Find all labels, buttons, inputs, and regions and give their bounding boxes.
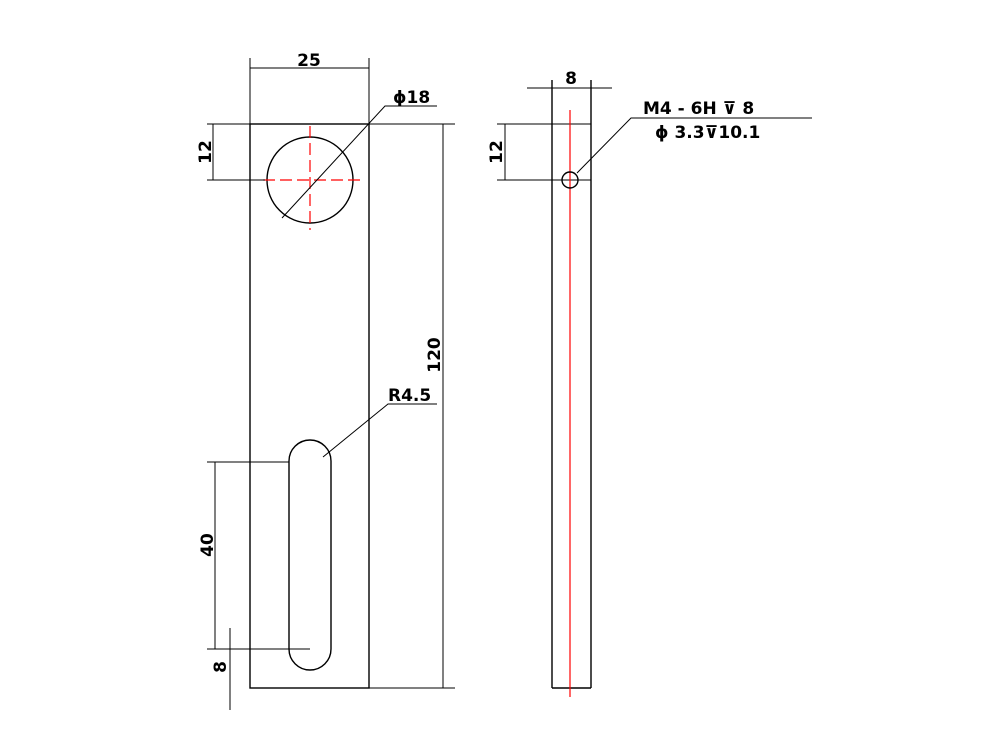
thread-callout: M4 - 6H ⊽ 8 ϕ 3.3⊽10.1 (576, 99, 812, 174)
length-text: 120 (425, 337, 445, 373)
width-dimension: 25 (249, 51, 370, 124)
side-hole-offset-text: 12 (487, 140, 507, 164)
front-view: 25 ϕ18 12 120 R4.5 40 8 (196, 51, 455, 710)
slot-radius-text: R4.5 (388, 386, 431, 406)
tapped-hole (561, 171, 579, 189)
side-hole-offset-dimension: 12 (487, 124, 507, 180)
thread-callout-text: M4 - 6H ⊽ 8 (643, 99, 754, 119)
hole-offset-text: 12 (196, 140, 216, 164)
hole-dia-dimension: ϕ18 (281, 88, 437, 219)
length-dimension: 120 (425, 124, 445, 688)
hole-dia-text: ϕ18 (393, 88, 430, 108)
drill-callout-text: ϕ 3.3⊽10.1 (655, 123, 760, 143)
hole-offset-dimension: 12 (196, 124, 265, 181)
slot-offset-dimension: 8 (211, 628, 231, 710)
slot (288, 439, 332, 671)
front-outline (249, 123, 370, 689)
slot-radius-dimension: R4.5 (322, 386, 437, 458)
slot-length-dimension: 40 (198, 461, 310, 650)
slot-length-text: 40 (198, 533, 218, 557)
thickness-dimension: 8 (527, 69, 612, 89)
width-dim-text: 25 (297, 51, 321, 71)
slot-offset-text: 8 (211, 661, 231, 673)
thickness-text: 8 (565, 69, 577, 89)
side-view: 8 12 M4 - 6H ⊽ 8 ϕ 3.3⊽10.1 (487, 69, 812, 697)
